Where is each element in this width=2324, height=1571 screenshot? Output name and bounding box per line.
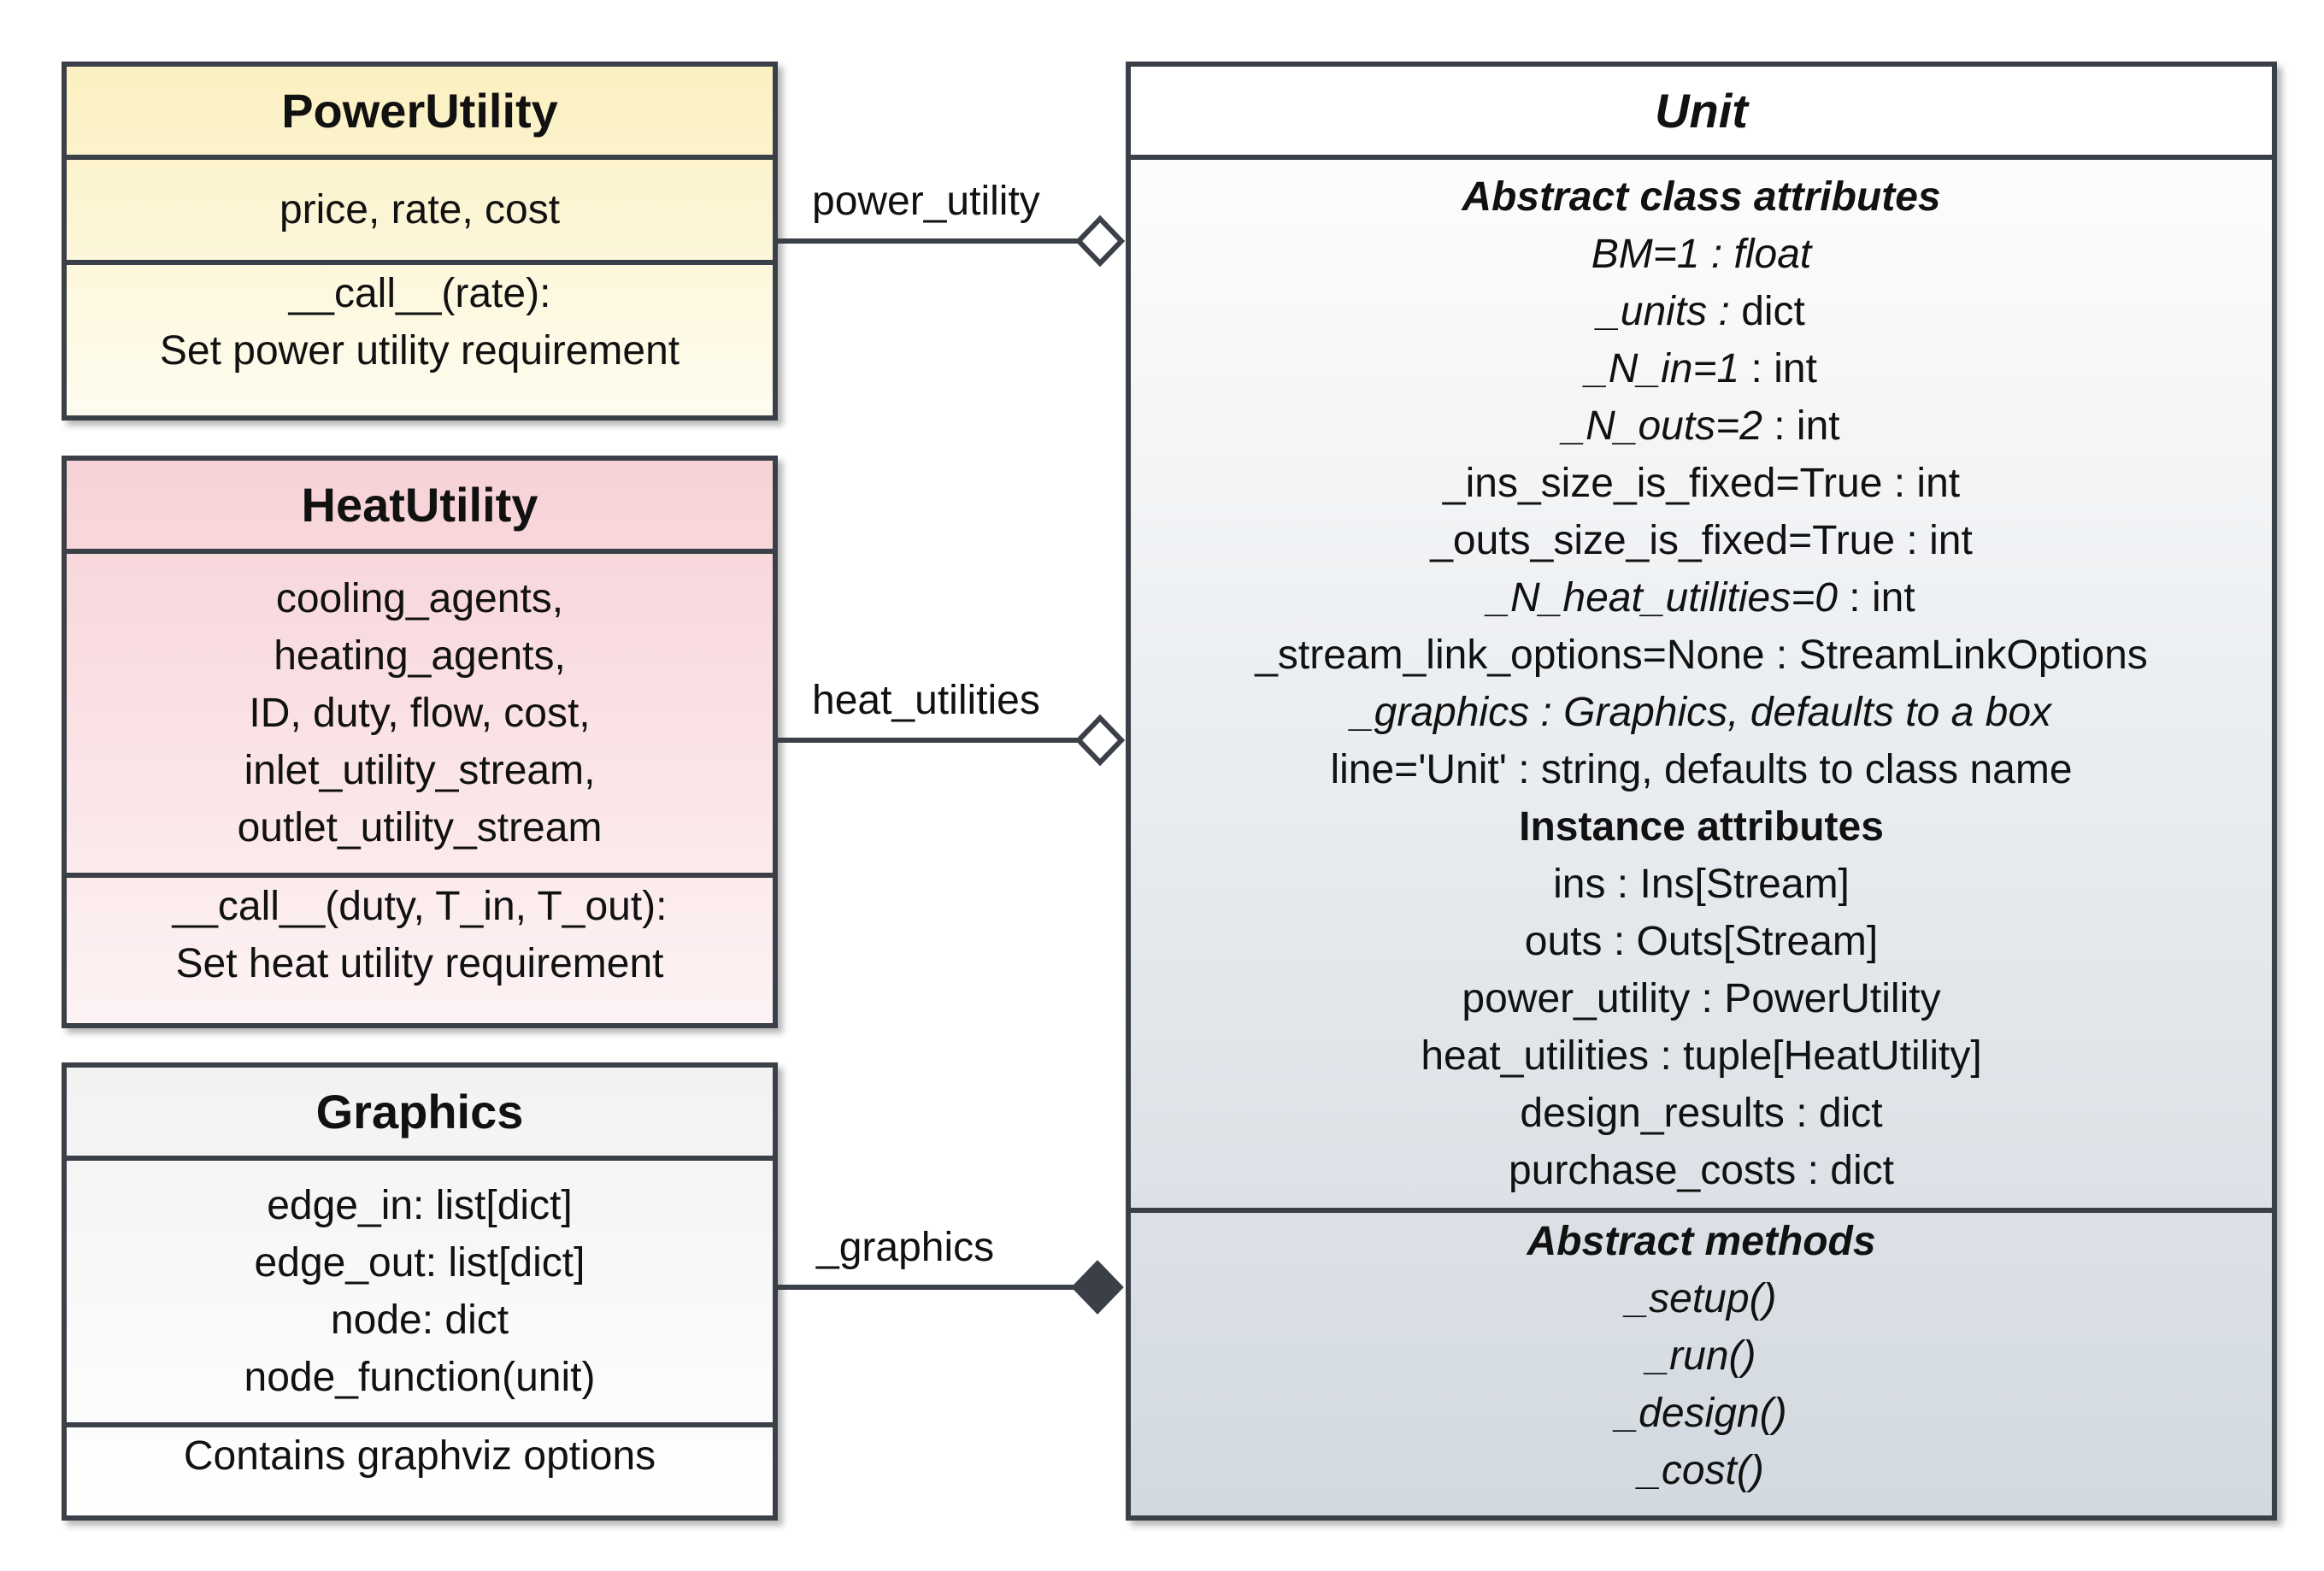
class-name-section: HeatUtility — [67, 461, 773, 549]
abstract-attribute-line: line='Unit' : string, defaults to class … — [1330, 747, 2073, 792]
methods-section: __call__(rate): Set power utility requir… — [67, 260, 773, 380]
abstract-attribute-line: _ins_size_is_fixed=True : int — [1442, 461, 1961, 506]
abstract-attribute-line: _graphics : Graphics, defaults to a box — [1350, 690, 2052, 735]
abstract-method-line: _setup() — [1626, 1276, 1777, 1321]
methods-section: Abstract methods _setup() _run() _design… — [1131, 1208, 2272, 1499]
attributes-section: Abstract class attributes BM=1 : float _… — [1131, 155, 2272, 1208]
attribute-line: node_function(unit) — [244, 1355, 596, 1400]
attribute-line: cooling_agents, — [275, 576, 564, 621]
abstract-attribute-line: _outs_size_is_fixed=True : int — [1430, 518, 1973, 563]
abstract-attribute-line: _N_outs=2 : int — [1562, 403, 1840, 449]
attribute-line: outlet_utility_stream — [237, 805, 603, 850]
heat-utilities-connector-label: heat_utilities — [812, 678, 1040, 723]
power-utility-connector-label: power_utility — [812, 179, 1040, 224]
instance-attributes-heading: Instance attributes — [1519, 804, 1884, 850]
attribute-line: inlet_utility_stream, — [244, 748, 596, 793]
abstract-method-line: _run() — [1646, 1333, 1756, 1379]
attribute-line: ID, duty, flow, cost, — [249, 691, 591, 736]
power-utility-class: PowerUtility price, rate, cost __call__(… — [62, 62, 778, 421]
attribute-line: heating_agents, — [274, 633, 566, 679]
class-name-section: Unit — [1131, 67, 2272, 155]
class-name: PowerUtility — [281, 84, 558, 138]
class-name-section: Graphics — [67, 1068, 773, 1156]
instance-attribute-line: ins : Ins[Stream] — [1553, 862, 1850, 907]
graphics-connector-label: _graphics — [816, 1225, 995, 1270]
methods-section: __call__(duty, T_in, T_out): Set heat ut… — [67, 873, 773, 992]
abstract-attribute-line: BM=1 : float — [1591, 232, 1812, 277]
abstract-attribute-line: _N_heat_utilities=0 : int — [1487, 575, 1915, 621]
aggregation-diamond-icon — [1074, 215, 1126, 268]
instance-attribute-line: outs : Outs[Stream] — [1524, 919, 1879, 964]
abstract-methods-heading: Abstract methods — [1527, 1219, 1876, 1264]
attribute-line: node: dict — [330, 1297, 509, 1343]
abstract-method-line: _design() — [1615, 1391, 1787, 1436]
method-line: Set heat utility requirement — [175, 941, 664, 986]
attribute-line: edge_in: list[dict] — [267, 1183, 573, 1228]
method-line: Contains graphviz options — [183, 1433, 656, 1479]
attributes-section: price, rate, cost — [67, 155, 773, 260]
method-line: __call__(duty, T_in, T_out): — [172, 884, 668, 929]
aggregation-diamond-icon — [1074, 714, 1126, 767]
class-name: HeatUtility — [301, 478, 538, 532]
attributes-section: cooling_agents, heating_agents, ID, duty… — [67, 549, 773, 873]
instance-attribute-line: design_results : dict — [1520, 1091, 1883, 1136]
instance-attribute-line: heat_utilities : tuple[HeatUtility] — [1421, 1033, 1982, 1079]
unit-class: Unit Abstract class attributes BM=1 : fl… — [1126, 62, 2277, 1521]
method-line: __call__(rate): — [288, 271, 551, 316]
composition-diamond-icon — [1071, 1260, 1124, 1315]
abstract-method-line: _cost() — [1639, 1448, 1764, 1493]
abstract-attribute-line: _units : dict — [1597, 289, 1805, 334]
attribute-line: edge_out: list[dict] — [254, 1240, 585, 1286]
abstract-attribute-line: _stream_link_options=None : StreamLinkOp… — [1255, 633, 2148, 678]
abstract-attribute-line: _N_in=1 : int — [1586, 346, 1817, 391]
method-line: Set power utility requirement — [159, 328, 680, 374]
heat-utility-class: HeatUtility cooling_agents, heating_agen… — [62, 456, 778, 1028]
graphics-class: Graphics edge_in: list[dict] edge_out: l… — [62, 1062, 778, 1521]
class-name-section: PowerUtility — [67, 67, 773, 155]
instance-attribute-line: purchase_costs : dict — [1509, 1148, 1894, 1193]
class-name: Unit — [1655, 84, 1748, 138]
methods-section: Contains graphviz options — [67, 1422, 773, 1485]
attribute-line: price, rate, cost — [279, 187, 561, 232]
attributes-section: edge_in: list[dict] edge_out: list[dict]… — [67, 1156, 773, 1422]
abstract-attributes-heading: Abstract class attributes — [1462, 174, 1941, 220]
class-name: Graphics — [315, 1085, 524, 1139]
instance-attribute-line: power_utility : PowerUtility — [1462, 976, 1941, 1021]
